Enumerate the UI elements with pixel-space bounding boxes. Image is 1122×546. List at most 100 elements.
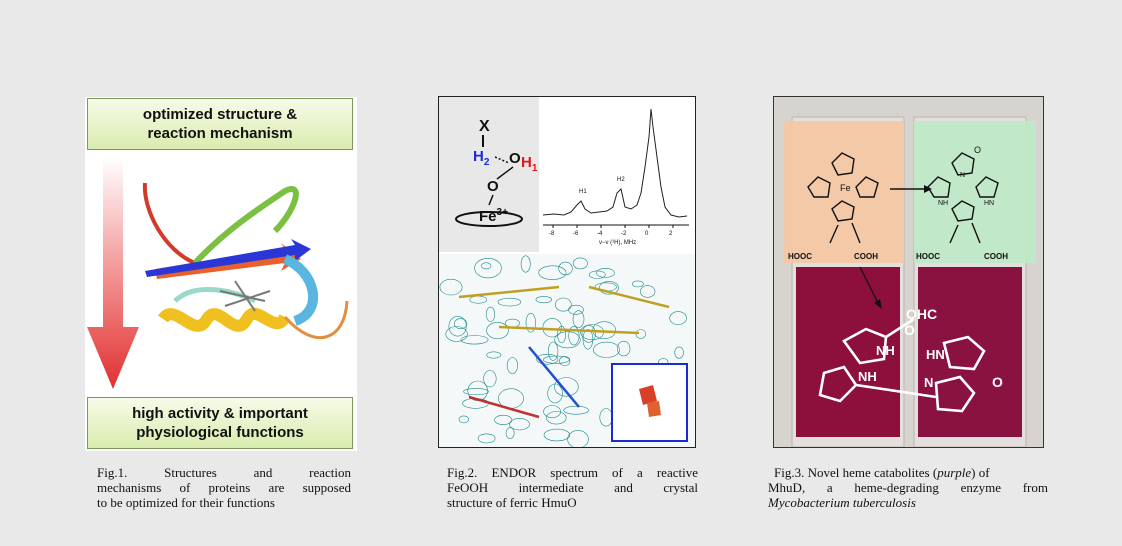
protein-ribbon-red bbox=[142, 182, 196, 265]
density-blob bbox=[581, 325, 596, 343]
endor-spectrum-area bbox=[539, 101, 693, 252]
density-blob bbox=[546, 411, 567, 425]
density-blob bbox=[674, 346, 684, 359]
n-label: N bbox=[960, 172, 965, 179]
caption-1-line-1: Fig.1. Structures and reaction bbox=[97, 465, 351, 480]
endor-spectrum-trace bbox=[542, 108, 688, 218]
density-blob bbox=[589, 270, 606, 279]
porphyrin-ring bbox=[455, 211, 523, 227]
density-blob bbox=[554, 377, 579, 397]
density-blob bbox=[555, 297, 572, 312]
density-blob bbox=[445, 326, 468, 342]
biliverdin-structure bbox=[927, 152, 999, 244]
model-stick bbox=[468, 395, 540, 419]
fe-label: Fe bbox=[840, 183, 851, 193]
spectrum-tick-label: -4 bbox=[597, 231, 603, 237]
chem-label-o: O bbox=[509, 150, 521, 167]
protein-ribbon-yellow-helix bbox=[158, 307, 291, 332]
density-blob bbox=[483, 370, 497, 388]
density-blob bbox=[535, 296, 553, 304]
protein-ribbon-green bbox=[192, 186, 299, 266]
spectrum-tick-label: -8 bbox=[549, 231, 555, 237]
product-arrow bbox=[859, 266, 879, 304]
nh-label-a: NH bbox=[876, 343, 895, 358]
n-label-d: N bbox=[924, 375, 933, 390]
figure-2-caption: Fig.2. ENDOR spectrum of a reactive FeOO… bbox=[447, 465, 698, 510]
model-stick bbox=[458, 285, 560, 299]
solution-left bbox=[796, 267, 900, 437]
density-blob bbox=[559, 356, 571, 367]
caption-3-line-2: MhuD, a heme-degrading enzyme from bbox=[768, 480, 1048, 495]
figure-1-caption: Fig.1. Structures and reaction mechanism… bbox=[97, 465, 351, 510]
figure-3-caption: Fig.3. Novel heme catabolites (purple) o… bbox=[768, 465, 1048, 510]
density-blob bbox=[543, 428, 571, 442]
density-blob bbox=[538, 265, 567, 280]
density-blob bbox=[639, 285, 656, 298]
nh-label-c: NH bbox=[858, 369, 877, 384]
density-blob bbox=[463, 388, 489, 396]
density-blob bbox=[454, 318, 468, 330]
density-blob bbox=[525, 312, 536, 333]
protein-ribbon-orange-loop bbox=[283, 300, 349, 339]
figure-3-panel: Fe HOOC COOH O NH HN N HOOC COOH OHC O N bbox=[773, 96, 1044, 448]
peak-label-h1: H1 bbox=[579, 189, 587, 195]
density-blob bbox=[631, 280, 644, 288]
density-blob bbox=[536, 353, 559, 365]
crystal-photo-inset bbox=[611, 363, 688, 442]
spectrum-xlabel: ν−ν (¹H), MHz bbox=[599, 240, 636, 246]
chem-label-o2: O bbox=[487, 178, 499, 195]
spectrum-tick-label: 0 bbox=[645, 231, 649, 237]
density-blob bbox=[599, 281, 619, 295]
chem-label-h1: H1 bbox=[521, 154, 538, 174]
density-blob bbox=[547, 341, 559, 361]
caption-2-line-3: structure of ferric HmuO bbox=[447, 495, 577, 510]
spectrum-tick-label: -6 bbox=[573, 231, 579, 237]
density-blob bbox=[572, 257, 588, 270]
density-blob bbox=[509, 418, 530, 431]
density-blob bbox=[474, 258, 502, 279]
o-label-e: O bbox=[992, 374, 1003, 390]
peak-label-h2: H2 bbox=[617, 177, 625, 183]
hooc-right-label: HOOC bbox=[916, 252, 940, 261]
heme-overlay bbox=[784, 121, 904, 263]
density-blob bbox=[568, 326, 580, 346]
hbond bbox=[494, 156, 510, 164]
nh-label: NH bbox=[938, 200, 948, 207]
density-blob bbox=[582, 329, 594, 350]
caption-2-line-2: FeOOH intermediate and crystal bbox=[447, 480, 698, 495]
density-blob bbox=[458, 415, 469, 424]
hn-label-b: HN bbox=[926, 347, 945, 362]
bond-o-fe bbox=[488, 194, 494, 206]
density-blob bbox=[486, 351, 502, 359]
crystal-icon bbox=[639, 385, 657, 405]
solution-right bbox=[918, 267, 1022, 437]
hooc-left-label: HOOC bbox=[788, 252, 812, 261]
purple-catabolite-structure bbox=[818, 317, 986, 413]
caption-3-line-1: Fig.3. Novel heme catabolites (purple) o… bbox=[774, 465, 990, 480]
model-stick bbox=[528, 346, 580, 408]
crystal-icon-2 bbox=[647, 401, 661, 417]
banner-bottom-line-1: high activity & important bbox=[132, 405, 308, 422]
caption-3-line-3: Mycobacterium tuberculosis bbox=[768, 495, 916, 510]
reaction-arrowhead-icon bbox=[924, 185, 932, 193]
banner-bottom-line-2: physiological functions bbox=[136, 424, 304, 441]
density-blob bbox=[617, 340, 631, 357]
density-blob bbox=[486, 322, 509, 340]
model-stick bbox=[498, 325, 640, 335]
protein-ribbon-blue-strand bbox=[145, 239, 311, 277]
banner-top-line-2: reaction mechanism bbox=[147, 125, 293, 142]
spectrum-tick-label: 2 bbox=[669, 231, 673, 237]
heme-sticks bbox=[219, 280, 271, 312]
o-right-label: O bbox=[974, 145, 981, 155]
banner-optimized-structure: optimized structure & reaction mechanism bbox=[87, 98, 353, 150]
density-blob bbox=[439, 278, 463, 296]
density-blob bbox=[568, 304, 584, 315]
down-arrow-icon bbox=[87, 157, 139, 389]
cooh-right-label: COOH bbox=[984, 252, 1008, 261]
density-blob bbox=[481, 262, 492, 270]
caption-2-line-1: Fig.2. ENDOR spectrum of a reactive bbox=[447, 465, 698, 480]
protein-ribbon-cyan bbox=[282, 254, 318, 326]
banner-high-activity: high activity & important physiological … bbox=[87, 397, 353, 449]
